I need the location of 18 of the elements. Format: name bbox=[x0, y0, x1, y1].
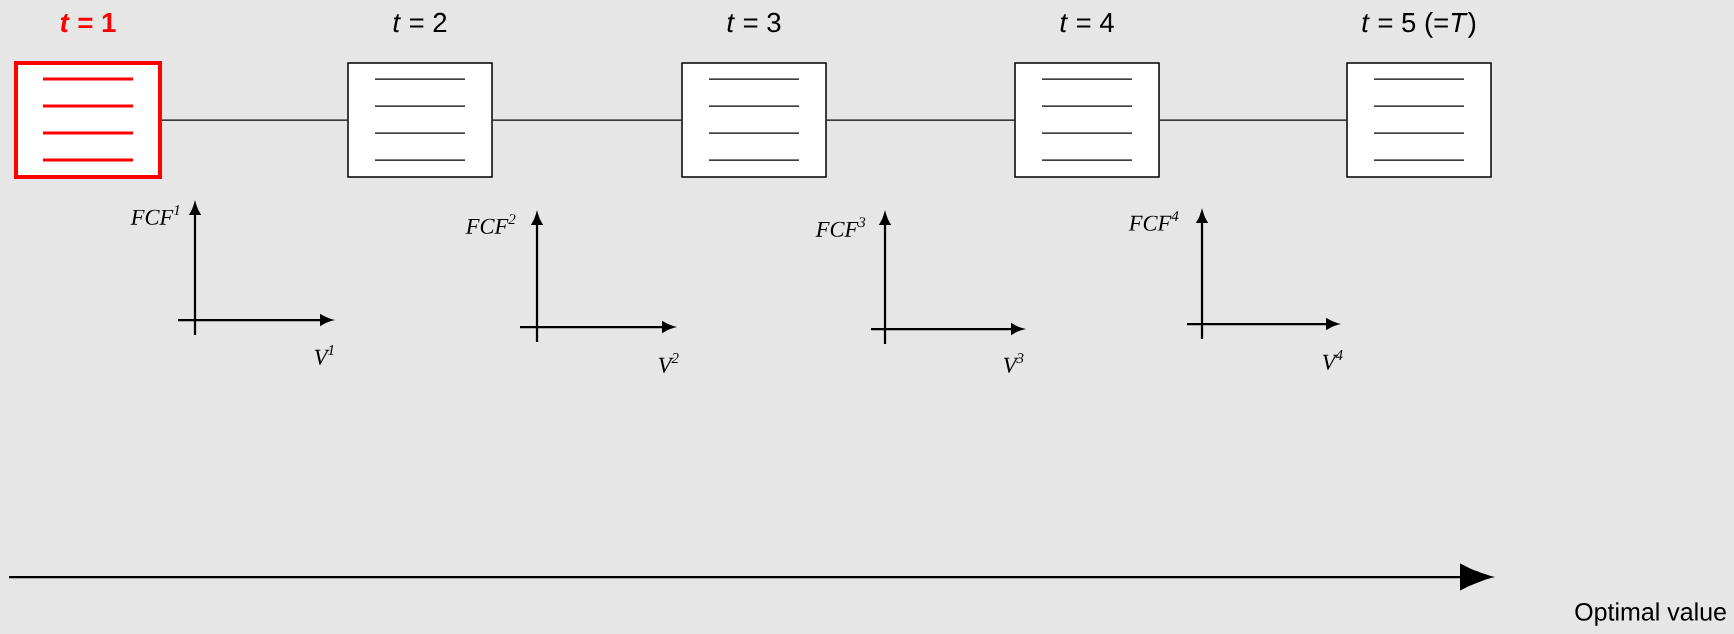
step-label: t = 1 bbox=[60, 13, 116, 33]
connector-line bbox=[161, 119, 348, 121]
axis-label: V$^{3}$ bbox=[1003, 353, 1024, 373]
axis-label: Optimal value bbox=[1575, 602, 1726, 626]
axis-label: FCF$^{4}$ bbox=[1128, 211, 1179, 231]
axis-label: V$^{2}$ bbox=[658, 353, 679, 373]
connector-line bbox=[1159, 119, 1347, 121]
axis-label: FCF$^{3}$ bbox=[815, 217, 866, 237]
axis-label: V$^{1}$ bbox=[314, 345, 334, 365]
step-label: t = 4 bbox=[1060, 13, 1114, 33]
axis-label: FCF$^{2}$ bbox=[465, 214, 516, 234]
step-label: t = 2 bbox=[393, 12, 447, 33]
connector-line bbox=[492, 119, 682, 121]
axis-label: FCF$^{1}$ bbox=[130, 205, 180, 225]
step-label: t = 5 (=T) bbox=[1362, 12, 1476, 38]
step-label: t = 3 bbox=[727, 12, 781, 33]
axis-label: V$^{4}$ bbox=[1322, 350, 1343, 370]
connector-line bbox=[826, 119, 1015, 121]
